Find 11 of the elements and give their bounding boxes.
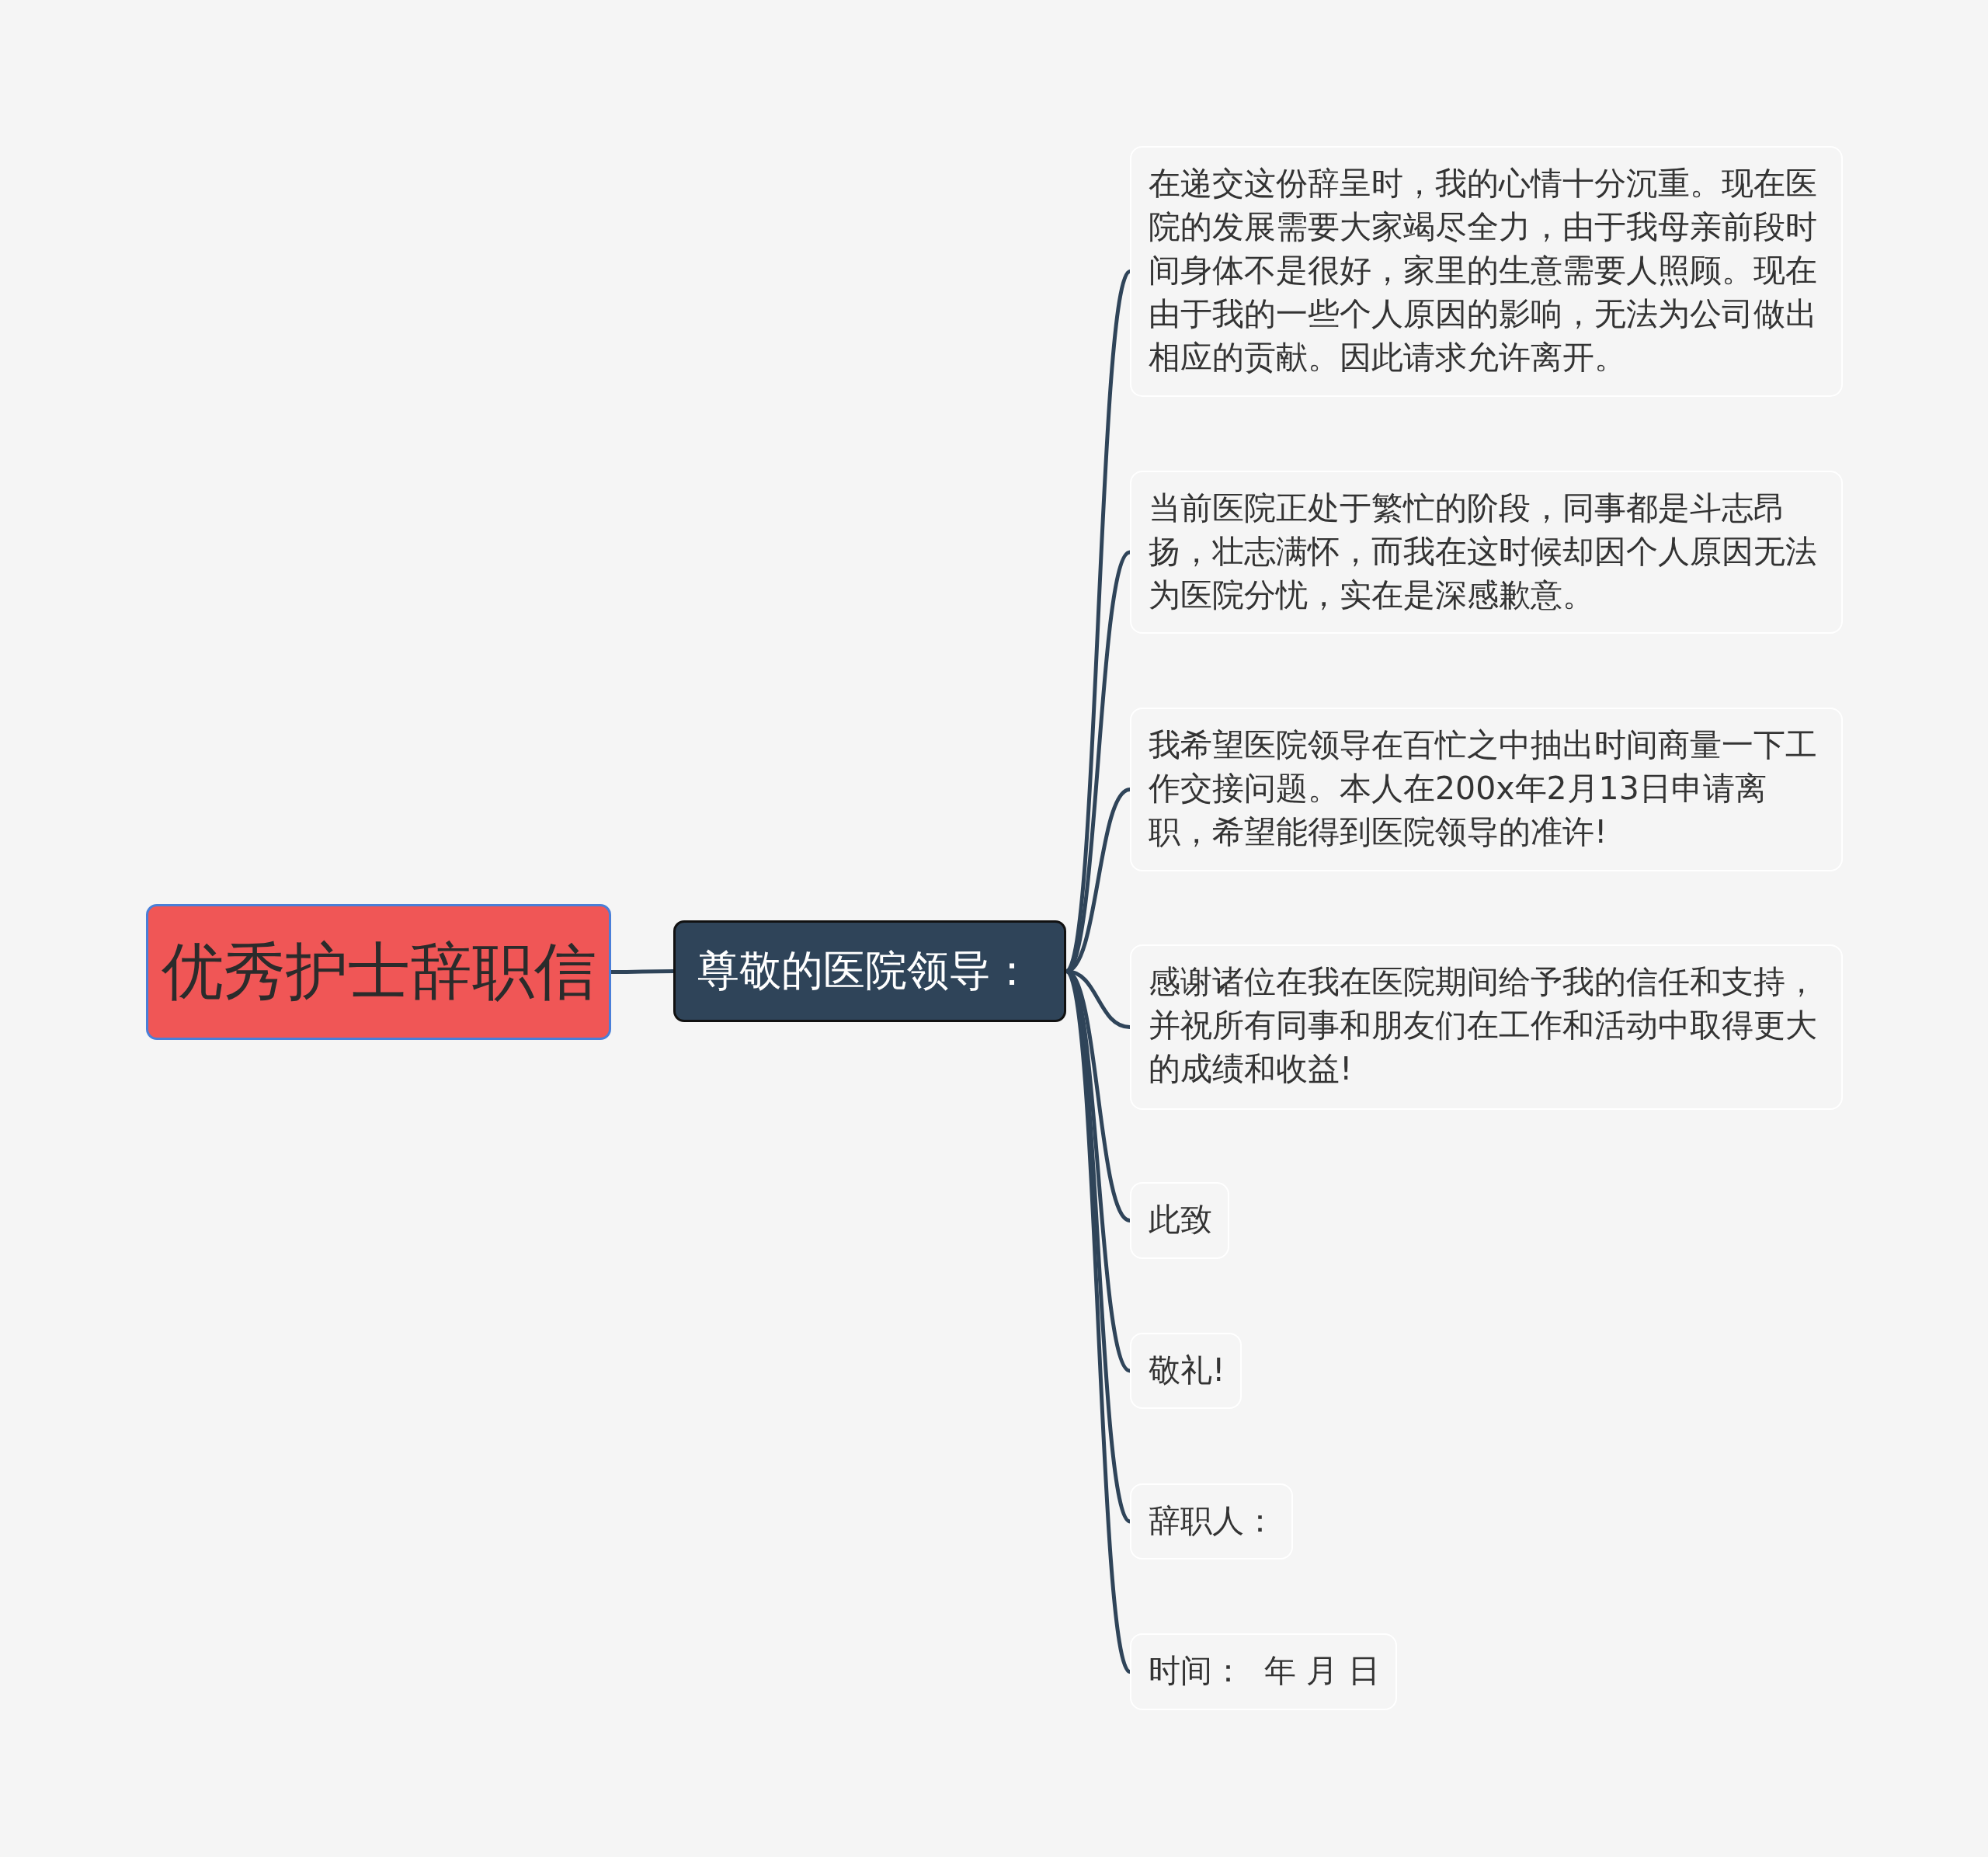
text-card: 辞职人： bbox=[1130, 1483, 1293, 1560]
text-card: 感谢诸位在我在医院期间给予我的信任和支持，并祝所有同事和朋友们在工作和活动中取得更大的成绩和收益! bbox=[1130, 944, 1843, 1110]
text-card: 我希望医院领导在百忙之中抽出时间商量一下工作交接问题。本人在200x年2月13日申请离职，希望能得到医院领导的准许! bbox=[1130, 708, 1843, 871]
text-card: 敬礼! bbox=[1130, 1333, 1242, 1409]
text-card: 当前医院正处于繁忙的阶段，同事都是斗志昂扬，壮志满怀，而我在这时候却因个人原因无法为医院分忧，实在是深感歉意。 bbox=[1130, 471, 1843, 634]
topic-box: 尊敬的医院领导： bbox=[673, 920, 1066, 1022]
title-box: 优秀护士辞职信 bbox=[146, 904, 611, 1040]
connector-line bbox=[611, 969, 673, 974]
text-card: 此致 bbox=[1130, 1182, 1229, 1259]
text-card: 时间： 年 月 日 bbox=[1130, 1633, 1398, 1710]
text-card: 在递交这份辞呈时，我的心情十分沉重。现在医院的发展需要大家竭尽全力，由于我母亲前段时间身体不是很好，家里的生意需要人照顾。现在由于我的一些个人原因的影响，无法为公司做出相应的贡献。因此请求允许离开。 bbox=[1130, 146, 1843, 397]
